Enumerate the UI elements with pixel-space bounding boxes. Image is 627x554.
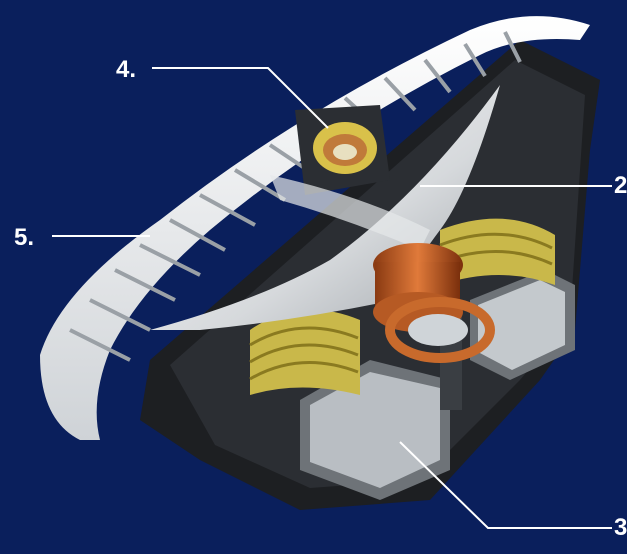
callout-4-label: 4. xyxy=(116,56,137,83)
voice-coil xyxy=(373,243,495,363)
white-grille xyxy=(40,16,590,440)
tweeter xyxy=(295,105,390,195)
callout-4-line xyxy=(152,67,329,129)
callout-leader-lines xyxy=(52,67,612,529)
spider-suspension xyxy=(249,218,555,395)
callout-2-label: 2 xyxy=(614,172,627,199)
callout-3-label: 3 xyxy=(614,514,627,541)
callout-3-line xyxy=(399,441,612,529)
callout-5-label: 5. xyxy=(14,224,35,251)
